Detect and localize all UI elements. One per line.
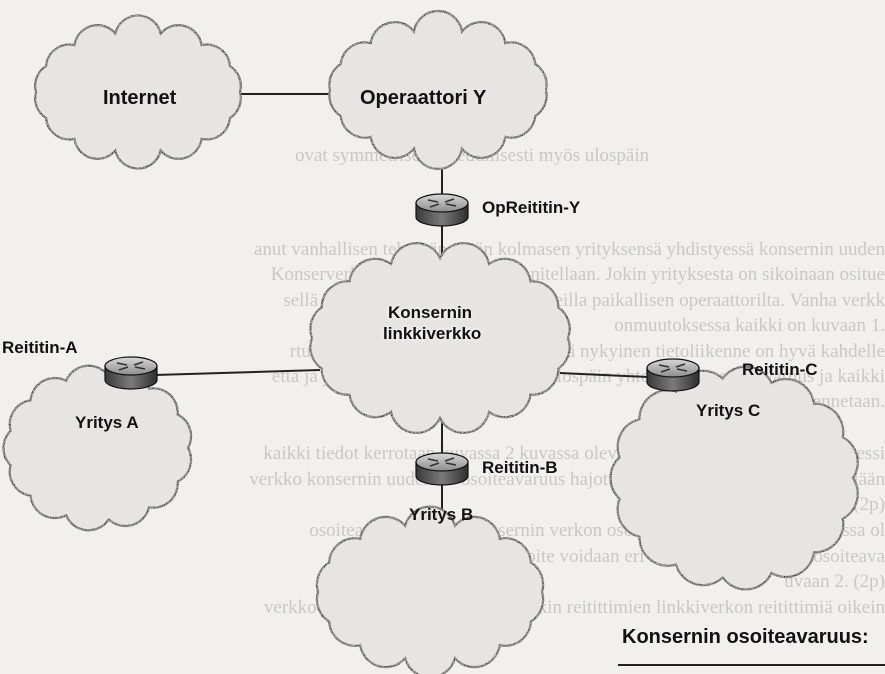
cloud-yritys-b (315, 505, 545, 674)
router-c-icon (646, 358, 700, 392)
cloud-operaattori (328, 9, 548, 171)
cloud-label-operaattori: Operaattori Y (360, 87, 487, 109)
cloud-label-internet: Internet (103, 87, 177, 109)
cloud-label-yritys-c: Yritys C (696, 401, 761, 420)
cloud-label-konserni-1: Konsernin (388, 303, 473, 322)
cloud-internet (34, 14, 242, 170)
cloud-konserni (309, 242, 571, 434)
address-space-label: Konsernin osoiteavaruus: (622, 626, 869, 648)
router-a-icon (104, 356, 158, 390)
router-label-c: Reititin-C (742, 360, 818, 379)
cloud-label-yritys-a: Yritys A (75, 413, 139, 432)
link-reititina-konserni (154, 369, 321, 376)
link-konserni-reititinc (559, 372, 649, 378)
cloud-yritys-c (609, 365, 859, 591)
cloud-label-yritys-b: Yritys B (409, 505, 474, 524)
router-label-a: Reititin-A (2, 338, 78, 357)
router-b-icon (415, 452, 469, 486)
cloud-yritys-a (2, 364, 193, 532)
router-label-b: Reititin-B (482, 458, 558, 477)
cloud-label-konserni-2: linkkiverkko (383, 324, 482, 343)
router-label-op: OpReititin-Y (482, 198, 581, 217)
router-op-icon (415, 193, 469, 227)
